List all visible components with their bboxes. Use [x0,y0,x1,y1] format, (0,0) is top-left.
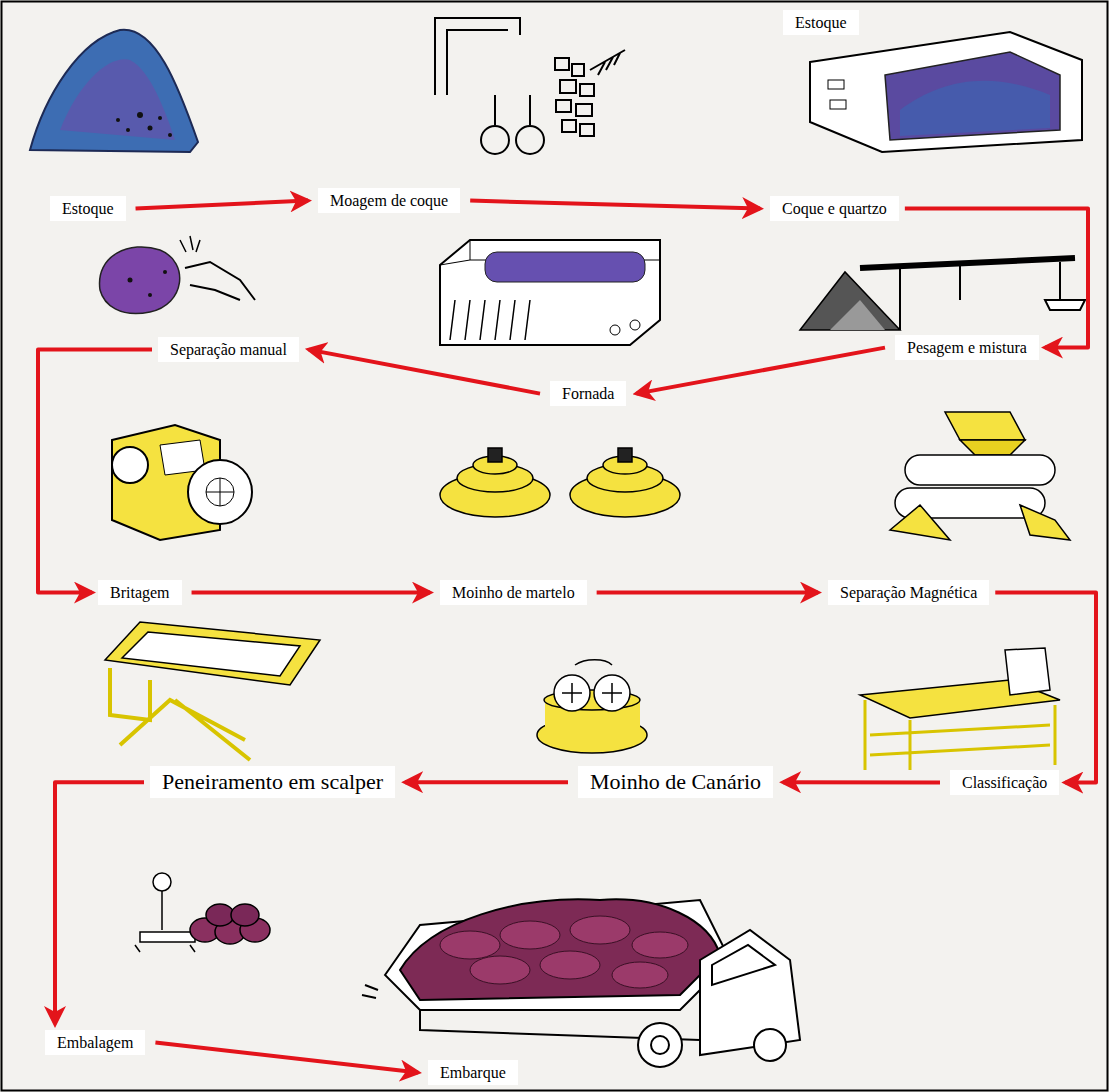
coke-grinder [435,18,625,154]
storage-bin [810,32,1082,152]
image-label: Estoque [783,10,859,35]
process-step: Coque e quartzo [770,196,899,221]
classifier-table [860,648,1060,770]
step-label: Separação Magnética [840,583,977,602]
process-step: Estoque [50,196,126,221]
step-label: Coque e quartzo [782,199,887,218]
process-step: Peneiramento em scalper [150,766,395,798]
flow-arrow [783,780,940,784]
step-label: Estoque [62,199,114,218]
step-label: Britagem [110,583,170,602]
process-step: Moagem de coque [318,188,460,213]
process-step: Embarque [428,1060,518,1085]
step-label: Embalagem [57,1033,133,1052]
step-label: Pesagem e mistura [907,338,1027,357]
process-step: Moinho de Canário [578,766,773,798]
flow-arrow [55,782,144,1024]
canary-mill [537,660,647,753]
step-label: Fornada [562,384,614,403]
flow-arrow [636,348,885,394]
flow-arrow [405,780,568,784]
image-label-text: Estoque [795,13,847,32]
flow-arrow [309,350,540,394]
flow-arrow [136,201,308,209]
process-step: Moinho de martelo [440,580,587,605]
step-label: Moinho de Canário [590,769,761,795]
crusher [112,425,252,540]
process-step: Pesagem e mistura [895,335,1039,360]
step-label: Embarque [440,1063,506,1082]
flow-arrow [470,201,760,209]
hammer-mills [440,448,680,517]
process-step: Separação Magnética [828,580,989,605]
flow-arrow [597,591,818,595]
process-step: Embalagem [45,1030,145,1055]
process-step: Fornada [550,381,626,406]
flow-arrow [155,1043,418,1073]
flow-arrow [192,591,430,595]
step-label: Separação manual [170,340,287,359]
process-step: Separação manual [158,337,299,362]
hand-sorting [100,236,255,313]
magnetic-separator [890,412,1070,540]
truck [362,899,800,1067]
process-step: Britagem [98,580,182,605]
process-step: Classificação [950,770,1059,795]
step-label: Moagem de coque [330,191,448,210]
step-label: Moinho de martelo [452,583,575,602]
flow-arrow [38,350,152,593]
step-label: Classificação [962,773,1047,792]
scale-and-bags [135,873,270,952]
furnace [440,240,660,345]
weighing-conveyor [800,258,1085,330]
scalper-screen [105,622,320,760]
flow-arrow [905,209,1088,348]
flow-arrow [995,593,1096,783]
stock-pile [30,30,198,152]
step-label: Peneiramento em scalper [162,769,383,795]
